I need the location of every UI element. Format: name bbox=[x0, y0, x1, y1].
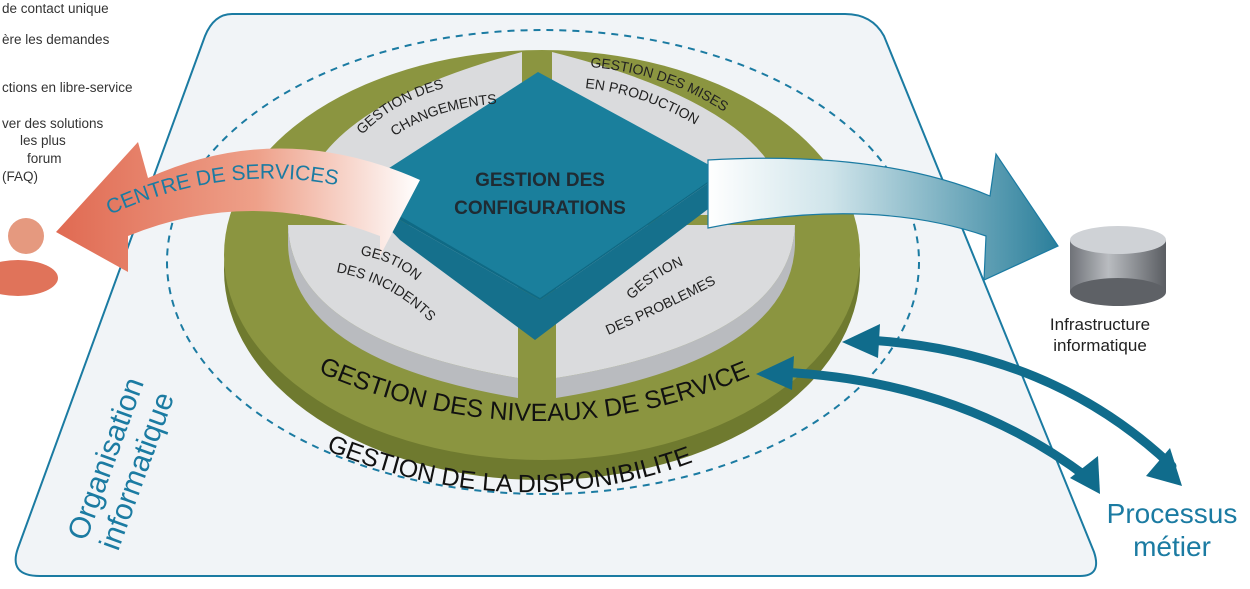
database-icon bbox=[1070, 226, 1166, 306]
user-icon-body bbox=[0, 260, 58, 296]
left-text-line-6: forum bbox=[27, 151, 62, 166]
center-label-line-2: CONFIGURATIONS bbox=[454, 198, 626, 219]
infrastructure-arrow bbox=[707, 152, 1059, 281]
business-process-label: Processus métier bbox=[1092, 497, 1250, 563]
left-text-line-2: ère les demandes bbox=[2, 32, 110, 47]
left-text-line-4: ver des solutions bbox=[2, 116, 104, 131]
business-process-label-line-1: Processus bbox=[1106, 498, 1238, 529]
arrowhead-right-lower bbox=[1070, 456, 1100, 494]
business-process-label-line-2: métier bbox=[1133, 531, 1211, 562]
configuration-diamond bbox=[355, 72, 722, 298]
business-process-arrows bbox=[773, 335, 1177, 483]
arrowhead-left-upper bbox=[842, 324, 880, 358]
arrowhead-left-lower bbox=[756, 356, 794, 390]
infrastructure-label-line-2: informatique bbox=[1053, 336, 1147, 355]
service-desk-arrow bbox=[56, 142, 420, 272]
left-text-line-7: (FAQ) bbox=[2, 169, 38, 184]
configuration-diamond-bottom bbox=[358, 175, 720, 340]
user-icon-head bbox=[8, 218, 44, 254]
left-text-line-3: ctions en libre-service bbox=[2, 80, 133, 95]
center-label-line-1: GESTION DES bbox=[475, 170, 605, 191]
segment-side-incidents bbox=[288, 225, 518, 398]
arrowhead-right-upper bbox=[1146, 448, 1182, 486]
infrastructure-label: Infrastructure informatique bbox=[1040, 314, 1160, 356]
left-text-line-5: les plus bbox=[20, 133, 66, 148]
availability-ring bbox=[166, 29, 920, 495]
infrastructure-label-line-1: Infrastructure bbox=[1049, 315, 1151, 334]
segment-side-problems bbox=[556, 225, 795, 398]
left-text-line-1: de contact unique bbox=[2, 1, 109, 16]
